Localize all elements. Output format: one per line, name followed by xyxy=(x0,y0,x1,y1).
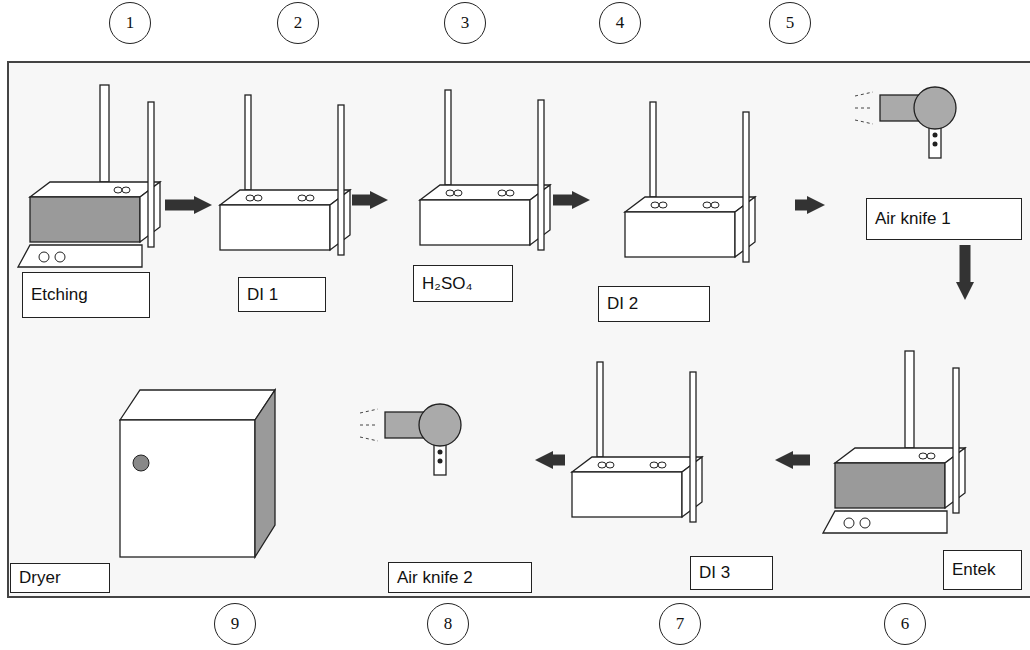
flow-arrow xyxy=(795,200,807,211)
callout-number: 8 xyxy=(444,614,453,634)
flow-arrow xyxy=(352,195,370,206)
callout-circle: 2 xyxy=(277,2,319,44)
dryer-knob xyxy=(133,455,149,471)
stage-label: Etching xyxy=(31,285,88,305)
di-tank xyxy=(220,95,350,255)
stage-label-box: DI 1 xyxy=(238,277,326,312)
stage-label-box: DI 2 xyxy=(598,286,710,322)
frame xyxy=(8,62,1030,597)
callout-number: 9 xyxy=(231,614,240,634)
flow-arrow xyxy=(553,455,565,466)
process-stage: Dryer xyxy=(8,385,283,595)
air-knife xyxy=(360,404,461,475)
stage-label-box: Etching xyxy=(22,272,150,318)
stage-label: Entek xyxy=(952,560,995,580)
dryer-front xyxy=(120,420,255,557)
stage-label-box: Air knife 2 xyxy=(388,562,532,593)
callout-circle: 6 xyxy=(884,603,926,645)
callout-number: 5 xyxy=(786,13,795,33)
stage-label-box: Entek xyxy=(943,550,1022,590)
flow-arrow xyxy=(793,455,810,466)
callout-circle: 7 xyxy=(659,603,701,645)
process-stage: Air knife 2 xyxy=(340,380,535,595)
process-stage: DI 1 xyxy=(212,85,352,320)
etching-tank xyxy=(18,85,160,267)
callout-number: 4 xyxy=(616,13,625,33)
stage-label: DI 3 xyxy=(699,563,730,583)
dryer-cabinet xyxy=(120,390,275,557)
callout-number: 6 xyxy=(901,614,910,634)
flow-arrow xyxy=(960,245,971,282)
stage-label: Air knife 2 xyxy=(397,568,473,588)
callout-circle: 8 xyxy=(427,603,469,645)
stage-label: DI 2 xyxy=(607,294,638,314)
callout-circle: 3 xyxy=(444,2,486,44)
process-stage: DI 3 xyxy=(565,340,775,595)
process-stage: Etching xyxy=(15,80,165,325)
callout-number: 3 xyxy=(461,13,470,33)
process-stage: H₂SO₄ xyxy=(388,85,553,310)
stage-label: H₂SO₄ xyxy=(422,274,472,294)
callout-circle: 5 xyxy=(769,2,811,44)
process-stage: DI 2 xyxy=(590,85,795,330)
dryer-side xyxy=(255,390,275,557)
callout-number: 7 xyxy=(676,614,685,634)
flow-arrow xyxy=(553,195,572,206)
process-stage: Entek xyxy=(810,300,1025,595)
di-tank xyxy=(625,102,755,262)
process-stage: Air knife 1 xyxy=(825,60,1025,245)
stage-label: DI 1 xyxy=(247,285,278,305)
stage-label-box: H₂SO₄ xyxy=(413,265,513,302)
dryer-top xyxy=(120,390,275,420)
stage-label: Air knife 1 xyxy=(875,209,951,229)
callout-number: 1 xyxy=(126,13,135,33)
callout-circle: 9 xyxy=(214,603,256,645)
acid-tank xyxy=(420,90,550,250)
callout-circle: 1 xyxy=(109,2,151,44)
entek-tank xyxy=(823,351,965,533)
stage-label-box: Air knife 1 xyxy=(866,198,1022,240)
di-tank xyxy=(572,362,702,522)
stage-label-box: DI 3 xyxy=(690,556,773,590)
stage-label: Dryer xyxy=(19,568,61,588)
flow-arrow xyxy=(165,200,194,211)
stage-label-box: Dryer xyxy=(10,563,110,593)
callout-number: 2 xyxy=(294,13,303,33)
callout-circle: 4 xyxy=(599,2,641,44)
air-knife xyxy=(855,87,956,158)
